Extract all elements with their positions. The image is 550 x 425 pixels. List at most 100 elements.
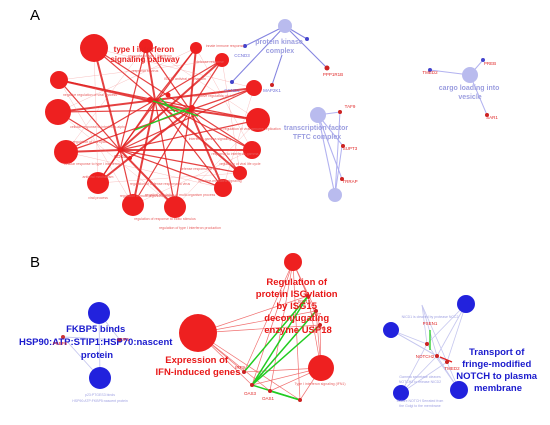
interferon-faint-edge (97, 172, 241, 184)
interferon-edge (119, 45, 147, 151)
tftc-complex-label: transcription factor TFTC complex (284, 125, 350, 141)
gene-node (250, 383, 254, 387)
gene-node (341, 144, 345, 148)
mature-notch-node (450, 381, 468, 399)
kinase-edge (244, 25, 286, 47)
interferon-faint-edge (93, 47, 99, 184)
gene-node (268, 389, 272, 393)
gene-label: CCND3 (234, 53, 250, 58)
term-label: p23:PTGES3 binds (85, 393, 115, 397)
notch-edge (421, 304, 428, 345)
gene-node (117, 147, 123, 153)
interferon-faint-edge (57, 47, 197, 113)
interferon-edge (154, 99, 224, 189)
gene-node (189, 105, 195, 111)
gene-label: OAS3 (244, 391, 257, 396)
notch-edge (400, 343, 428, 394)
term-label: Gamma secretase cleaves (399, 375, 441, 379)
cargo-loading-node (462, 67, 478, 83)
ifn-edge (197, 324, 321, 334)
interferon-edge (145, 45, 191, 111)
type-i-interferon-hub-label: type I interferon signaling pathway (110, 45, 180, 64)
gene-label: CDK6 (114, 154, 127, 159)
term-label: negative regulation of viral process (63, 93, 117, 97)
interferon-faint-edge (57, 111, 176, 208)
ifn-edge (251, 261, 294, 386)
interferon-edge (58, 79, 121, 151)
interferon-term-node (139, 39, 153, 53)
red-edge (439, 356, 453, 363)
gene-node (324, 65, 330, 71)
cargo-loading-label: cargo loading into vesicle (439, 85, 502, 101)
gene-node (243, 44, 247, 48)
ifn-edge (292, 261, 321, 326)
notch-cleavage-node (383, 322, 399, 338)
notch-edge (400, 355, 438, 394)
interferon-edge (65, 109, 191, 153)
term-label: regulation of type I interferon producti… (159, 226, 221, 230)
term-label: NICD1 is cleaved by protease NCC2 (402, 315, 459, 319)
gene-label: CCND2 (224, 88, 240, 93)
interferon-edge (119, 87, 255, 151)
gene-label: OAS1 (262, 396, 275, 401)
term-label: negative regulation of viral genome repl… (209, 127, 280, 131)
interferon-edge (93, 47, 121, 151)
gene-node (485, 113, 489, 117)
interferon-edge (189, 59, 223, 111)
term-label: cytokine-mediated signaling (198, 179, 241, 183)
term-label: response to virus (132, 69, 159, 73)
interferon-edge (132, 99, 156, 206)
green-edge (149, 99, 199, 117)
gene-node (165, 92, 171, 98)
interferon-term-node (54, 140, 78, 164)
interferon-edge (154, 99, 241, 174)
gene-label: NOTCH2 (416, 354, 435, 359)
green-edge (251, 310, 317, 386)
term-label: innate immune response (206, 44, 244, 48)
notch-transport-label: Transport of fringe-modified NOTCH to pl… (456, 347, 539, 394)
gene-node (230, 80, 234, 84)
term-label: interferon-gamma signaling (189, 137, 231, 141)
interferon-term-node (215, 53, 229, 67)
tftc-small-node (328, 188, 342, 202)
tftc-complex-node (310, 107, 326, 123)
gene-label: TRRAP (342, 179, 357, 184)
gene-node (128, 156, 132, 160)
notch-edge (446, 303, 467, 363)
term-label: viral process (88, 196, 108, 200)
ifn-edge (243, 261, 294, 373)
gene-label: IRF9 (235, 365, 245, 370)
fkbp5-faint-node (89, 367, 111, 389)
term-label: Mature NOTCH Serrated from (397, 399, 444, 403)
gene-node (338, 110, 342, 114)
interferon-edge (119, 59, 223, 151)
gene-label: SUPT3 (343, 146, 358, 151)
interferon-edge (57, 99, 156, 113)
gene-node (425, 342, 429, 346)
gene-node (445, 360, 449, 364)
tftc-edge (334, 145, 343, 196)
interferon-term-node (50, 71, 68, 89)
interferon-edge (119, 149, 241, 174)
panel-a-labels: type I interferon signaling pathway prot… (63, 39, 502, 230)
gene-node (118, 338, 122, 342)
gene-node (481, 58, 485, 62)
term-label: regulation of defense response to virus (130, 182, 191, 186)
gene-label: PREB (484, 61, 496, 66)
notch-transport-node (457, 295, 475, 313)
gene-label: TMED2 (444, 366, 460, 371)
green-edge (251, 324, 321, 386)
interferon-term-node (87, 172, 109, 194)
term-label: regulation of viral life cycle (219, 162, 260, 166)
term-label: response to interferon-gamma (212, 152, 259, 156)
gene-node (318, 323, 322, 327)
panel-b-letter: B (30, 254, 40, 271)
gene-label: IFI6 (318, 326, 326, 331)
interferon-faint-edge (221, 59, 241, 174)
term-label: NOTCH2 to release NICD2 (399, 380, 441, 384)
interferon-edge (97, 109, 191, 184)
gene-label: MAP2K1 (263, 88, 281, 93)
interferon-term-node (246, 108, 270, 132)
gene-label: PSEN1 (423, 321, 438, 326)
